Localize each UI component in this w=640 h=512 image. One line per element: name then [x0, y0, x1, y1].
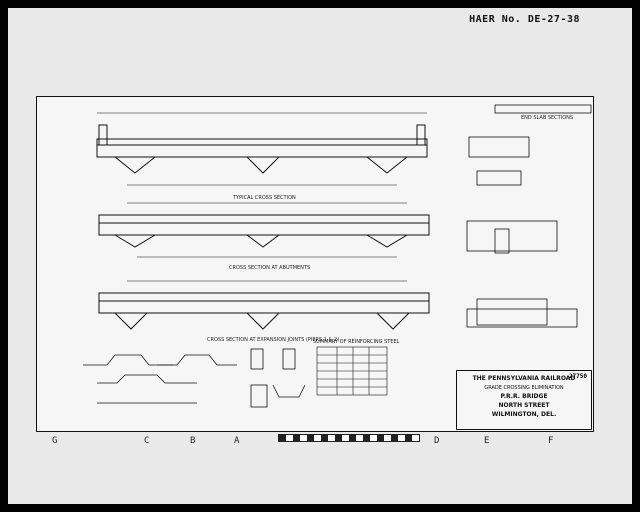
title-block: 27750 THE PENNSYLVANIA RAILROAD GRADE CR… — [456, 370, 592, 430]
scale-row: G C B A D E F — [48, 432, 588, 448]
scale-letter: C — [144, 436, 150, 446]
label-cross-section-abutments: CROSS SECTION AT ABUTMENTS — [229, 265, 311, 271]
scale-letter: D — [434, 436, 440, 446]
title-bridge: P.R.R. BRIDGE — [500, 393, 548, 400]
title-project: GRADE CROSSING ELIMINATION — [484, 385, 564, 391]
title-street: NORTH STREET — [498, 402, 550, 409]
scale-letter: B — [190, 436, 196, 446]
scale-bar — [278, 434, 420, 442]
drawing-sheet: HAER No. DE-27-38 — [8, 8, 632, 504]
scale-letter: E — [484, 436, 490, 446]
label-typical-cross-section: TYPICAL CROSS SECTION — [233, 195, 296, 201]
scale-letter: F — [548, 436, 554, 446]
label-cross-section-expansion: CROSS SECTION AT EXPANSION JOINTS (PIERS… — [207, 337, 340, 343]
engineering-drawing: TYPICAL CROSS SECTION CROSS SECTION AT A… — [36, 96, 594, 432]
scale-letter: A — [234, 436, 240, 446]
haer-number: HAER No. DE-27-38 — [469, 14, 580, 25]
scale-letter: G — [52, 436, 58, 446]
label-end-slab-sections: END SLAB SECTIONS — [521, 115, 574, 121]
title-city: WILMINGTON, DEL. — [491, 411, 557, 418]
title-railroad: THE PENNSYLVANIA RAILROAD — [472, 375, 576, 382]
sheet-number: 27750 — [568, 373, 587, 380]
label-summary-reinforcing: SUMMARY OF REINFORCING STEEL — [313, 339, 400, 345]
drawing-lines — [83, 104, 592, 408]
